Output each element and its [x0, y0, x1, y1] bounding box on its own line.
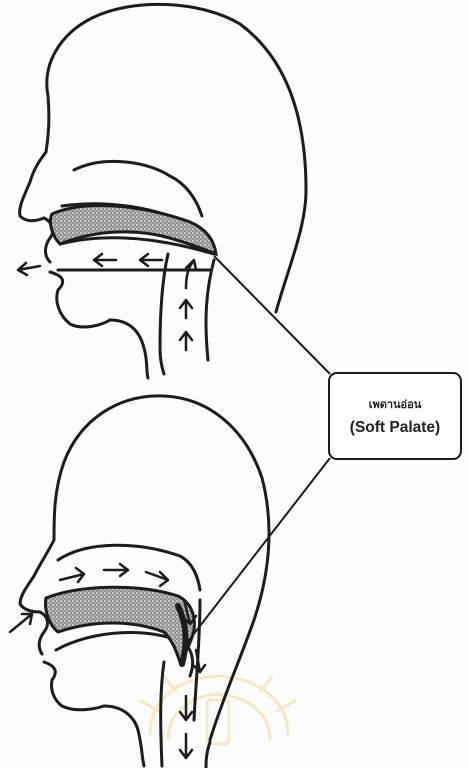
upper-head-profile: [20, 4, 306, 378]
airflow-arrow: [18, 263, 40, 275]
airflow-arrow: [10, 614, 32, 632]
airflow-arrow: [94, 254, 116, 266]
soft-palate-label-box: เพดานอ่อน (Soft Palate): [328, 372, 462, 460]
airflow-arrow: [180, 332, 192, 350]
airflow-arrow: [104, 564, 128, 576]
lower-hard-palate: [46, 587, 195, 662]
airflow-arrow: [186, 260, 196, 288]
airflow-arrow: [140, 254, 162, 266]
label-english: (Soft Palate): [350, 419, 440, 437]
airflow-arrow: [180, 300, 192, 318]
upper-airflow-arrows: [18, 254, 196, 350]
label-thai: เพดานอ่อน: [369, 395, 422, 413]
airflow-arrow: [180, 734, 192, 758]
lower-head-profile: [20, 396, 269, 768]
airflow-arrow: [146, 572, 168, 586]
airflow-arrow: [60, 568, 84, 582]
watermark-seal: [140, 676, 296, 744]
